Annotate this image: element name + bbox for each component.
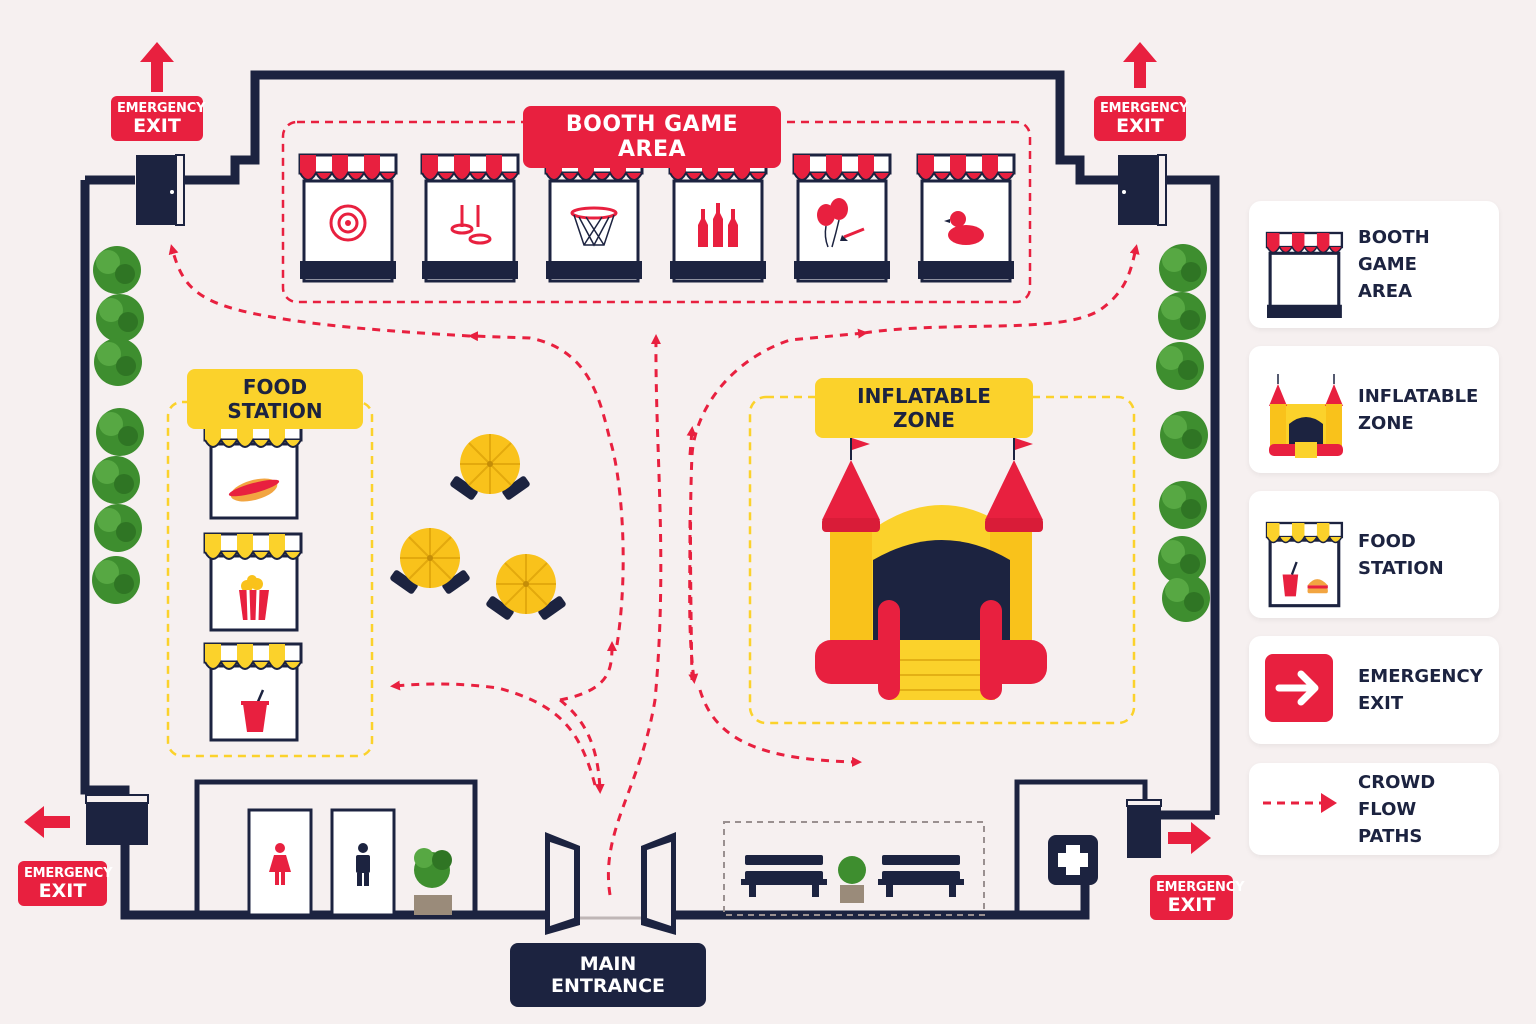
legend-line1: EMERGENCY [1358,666,1483,687]
exit-arrow-top-left-icon [140,42,174,92]
emergency-exit-top-right: EMERGENCY EXIT [1094,96,1189,141]
exit-label-line2: EXIT [38,880,87,902]
trees-left [92,246,144,604]
legend-line2: STATION [1358,557,1444,579]
popcorn-icon [239,575,269,621]
exit-door-bottom-right[interactable] [1126,799,1162,858]
bounce-castle-icon [1269,374,1343,458]
legend-item-crowd-flow: CROWD FLOW PATHS [1249,763,1499,855]
legend-item-exit: EMERGENCY EXIT [1249,636,1499,744]
exit-label-line2: EXIT [1116,115,1164,137]
womens-restroom-icon [269,843,291,885]
exit-label-line2: EXIT [133,115,181,137]
trees-right [1156,244,1210,622]
rubber-duck-icon [944,211,984,245]
booth-bottles[interactable] [668,153,768,283]
legend-label: BOOTH GAME AREA [1358,201,1493,328]
hot-dog-icon [228,478,280,502]
emergency-exit-top-left: EMERGENCY EXIT [111,96,206,141]
drink-cup-icon [241,689,269,732]
booth-target[interactable] [298,153,398,283]
first-aid [1014,779,1148,915]
bench-right [878,855,964,897]
dashed-arrow-icon [1263,793,1337,813]
legend-item-inflatable: INFLATABLE ZONE [1249,346,1499,473]
exit-door-bottom-left[interactable] [85,794,149,845]
seating-umbrellas [388,433,568,622]
exit-label-line1: EMERGENCY [117,101,206,116]
legend-line2: AREA [1358,281,1413,302]
booth-ring-toss[interactable] [420,153,520,283]
food-station-label: FOOD STATION [187,369,363,429]
inflatable-zone-label: INFLATABLE ZONE [815,378,1033,438]
exit-label-line2: EXIT [1167,894,1216,916]
booth-basketball[interactable] [544,153,644,283]
exit-label-line1: EMERGENCY [1100,101,1189,116]
booth-duck[interactable] [916,153,1016,283]
exit-door-top-left[interactable] [136,154,185,226]
booth-game-area-label: BOOTH GAME AREA [523,106,781,168]
ring-toss-icon [450,205,492,245]
food-stall-popcorn[interactable] [203,532,303,632]
legend-label: INFLATABLE ZONE [1358,346,1493,473]
legend-label: FOOD STATION [1358,491,1493,618]
wall-top [85,70,1220,820]
booth-icon [1265,231,1344,318]
legend-line2: ZONE [1358,412,1414,434]
bounce-castle[interactable] [815,438,1047,700]
exit-arrow-top-right-icon [1123,42,1157,88]
legend-item-booth: BOOTH GAME AREA [1249,201,1499,328]
emergency-exit-bottom-right: EMERGENCY EXIT [1150,875,1245,920]
exit-arrow-bottom-left-icon [24,806,70,838]
mens-restroom-icon [356,843,370,886]
emergency-exit-bottom-left: EMERGENCY EXIT [18,861,113,906]
legend-line1: FOOD [1358,530,1416,552]
food-stall-icon [1265,521,1344,608]
food-stall-drink[interactable] [203,642,303,742]
potted-plant-bench-icon [838,856,866,903]
main-entrance-label: MAIN ENTRANCE [510,943,706,1007]
exit-door-top-right[interactable] [1118,154,1167,226]
legend-line1: CROWD FLOW [1358,771,1436,820]
restrooms [194,779,478,917]
legend-label: CROWD FLOW PATHS [1358,763,1493,855]
booth-zone-border [281,120,1032,304]
food-stall-hotdog[interactable] [203,420,303,520]
legend-label: EMERGENCY EXIT [1358,636,1493,744]
target-icon [329,204,367,242]
booth-row [298,153,1016,283]
legend-line1: BOOTH GAME [1358,227,1430,275]
exit-arrow-bottom-right-icon [1168,822,1211,854]
potted-plant-icon [414,848,452,915]
bench-left [741,855,827,897]
booth-balloons[interactable] [792,153,892,283]
legend-line2: PATHS [1358,825,1423,847]
crowd-flow-paths [168,244,1140,896]
main-entrance-doors[interactable] [545,832,676,935]
balloons-darts-icon [817,198,865,248]
legend-line2: EXIT [1358,693,1404,714]
basketball-hoop-icon [570,206,618,247]
legend-line1: INFLATABLE [1358,385,1479,407]
exit-arrow-icon [1265,654,1333,722]
exit-label-line1: EMERGENCY [1156,880,1245,895]
legend-item-food: FOOD STATION [1249,491,1499,618]
bottles-icon [698,203,738,247]
exit-label-line1: EMERGENCY [24,866,113,881]
